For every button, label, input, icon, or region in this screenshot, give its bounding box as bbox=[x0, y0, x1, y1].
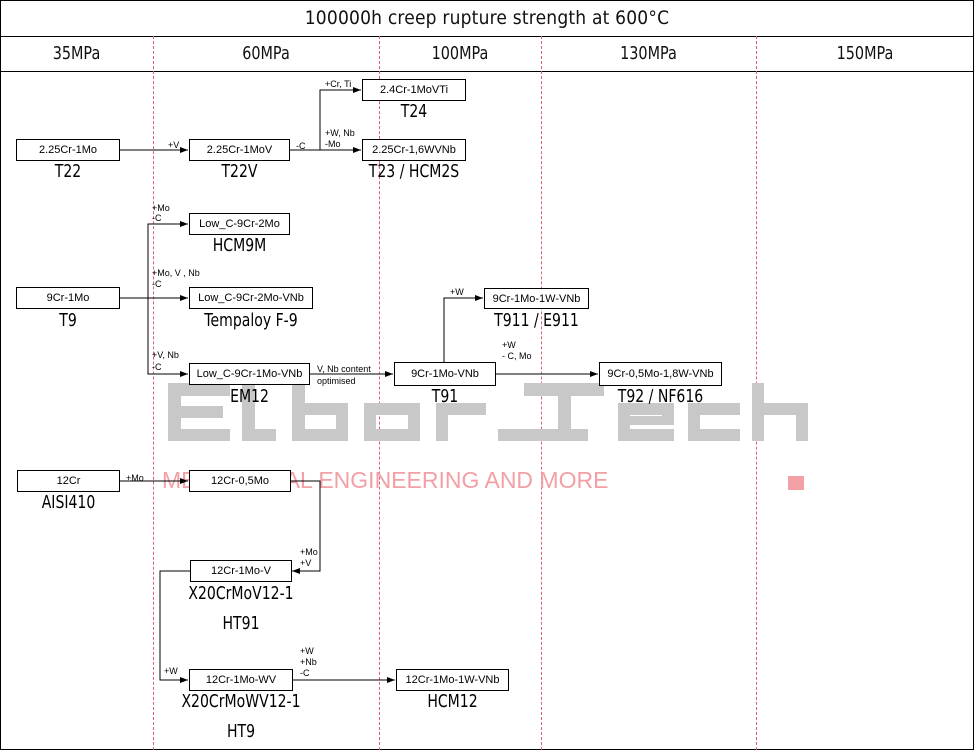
arrow-label: +Mo bbox=[152, 203, 170, 213]
arrow-label: +W bbox=[300, 646, 314, 656]
arrow-label: -C bbox=[152, 213, 162, 223]
alloy-box-12cr-05mo: 12Cr-0,5Mo bbox=[189, 470, 291, 492]
arrow-label: V, Nb content bbox=[317, 364, 371, 374]
designation-t92: T92 / NF616 bbox=[617, 386, 704, 407]
designation-t22v: T22V bbox=[221, 161, 258, 182]
arrow-label: optimised bbox=[317, 376, 356, 386]
watermark-logo bbox=[168, 383, 808, 441]
arrow-label: -C bbox=[152, 279, 162, 289]
designation-x20-ht91: HT91 bbox=[222, 613, 260, 634]
arrow-label: +Mo bbox=[300, 547, 318, 557]
column-header-100mpa: 100MPa bbox=[431, 42, 489, 64]
watermark-square-icon bbox=[788, 476, 804, 490]
designation-hcm12: HCM12 bbox=[427, 691, 478, 712]
column-header-130mpa: 130MPa bbox=[620, 42, 677, 64]
arrow-label: +W bbox=[502, 340, 516, 350]
alloy-box-tempaloy: Low_C-9Cr-2Mo-VNb bbox=[189, 287, 313, 309]
title-divider bbox=[0, 36, 974, 37]
arrow-label: -Mo bbox=[325, 139, 341, 149]
column-divider bbox=[379, 36, 380, 750]
alloy-box-t9: 9Cr-1Mo bbox=[16, 287, 120, 309]
column-header-35mpa: 35MPa bbox=[52, 42, 101, 64]
arrow-label: +Mo bbox=[126, 473, 144, 483]
arrow-label: +V bbox=[168, 140, 180, 150]
designation-t9: T9 bbox=[59, 310, 77, 331]
arrow-label: +Cr, Ti bbox=[325, 79, 352, 89]
arrow-label: -C bbox=[152, 362, 162, 372]
alloy-box-t24: 2.4Cr-1MoVTi bbox=[362, 79, 466, 101]
alloy-box-t23: 2.25Cr-1,6WVNb bbox=[362, 139, 466, 161]
column-divider bbox=[153, 36, 154, 750]
alloy-box-hcm12: 12Cr-1Mo-1W-VNb bbox=[396, 669, 509, 691]
arrow-label: +Nb bbox=[300, 657, 317, 667]
alloy-box-t22: 2.25Cr-1Mo bbox=[16, 139, 120, 161]
alloy-box-hcm9m: Low_C-9Cr-2Mo bbox=[189, 213, 290, 235]
arrow-label: - C, Mo bbox=[502, 351, 532, 361]
alloy-box-x20: 12Cr-1Mo-V bbox=[190, 560, 292, 582]
column-header-150mpa: 150MPa bbox=[836, 42, 894, 64]
designation-t24: T24 bbox=[400, 101, 428, 122]
arrow-label: -C bbox=[296, 141, 306, 151]
designation-x20w-ht9: HT9 bbox=[226, 721, 256, 742]
arrow-label: +W bbox=[450, 287, 464, 297]
designation-em12: EM12 bbox=[230, 386, 269, 407]
alloy-box-aisi410: 12Cr bbox=[17, 470, 120, 492]
arrow-label: +V, Nb bbox=[152, 350, 179, 360]
designation-t23: T23 / HCM2S bbox=[368, 161, 460, 182]
designation-hcm9m: HCM9M bbox=[212, 235, 267, 256]
designation-t91: T91 bbox=[431, 386, 459, 407]
alloy-box-t22v: 2.25Cr-1MoV bbox=[189, 139, 290, 161]
alloy-box-em12: Low_C-9Cr-1Mo-VNb bbox=[189, 363, 310, 385]
designation-tempaloy: Tempaloy F-9 bbox=[204, 310, 298, 331]
arrow-label: +Mo, V , Nb bbox=[152, 268, 200, 278]
alloy-box-t92: 9Cr-0,5Mo-1,8W-VNb bbox=[599, 362, 722, 386]
designation-t22: T22 bbox=[54, 161, 82, 182]
designation-aisi410: AISI410 bbox=[41, 492, 96, 513]
designation-t911: T911 / E911 bbox=[494, 310, 579, 331]
designation-x20: X20CrMoV12-1 bbox=[188, 583, 294, 604]
alloy-box-x20w: 12Cr-1Mo-WV bbox=[189, 669, 293, 691]
arrow-label: +W, Nb bbox=[325, 128, 355, 138]
diagram-title: 100000h creep rupture strength at 600°C bbox=[304, 7, 670, 29]
arrow-label: -C bbox=[300, 668, 310, 678]
designation-x20w: X20CrMoWV12-1 bbox=[181, 691, 301, 712]
alloy-box-t91: 9Cr-1Mo-VNb bbox=[394, 362, 496, 386]
column-header-60mpa: 60MPa bbox=[242, 42, 290, 64]
header-divider bbox=[0, 71, 974, 72]
arrow-label: +V bbox=[300, 558, 312, 568]
alloy-box-t911: 9Cr-1Mo-1W-VNb bbox=[484, 288, 589, 309]
arrow-label: +W bbox=[164, 666, 178, 676]
